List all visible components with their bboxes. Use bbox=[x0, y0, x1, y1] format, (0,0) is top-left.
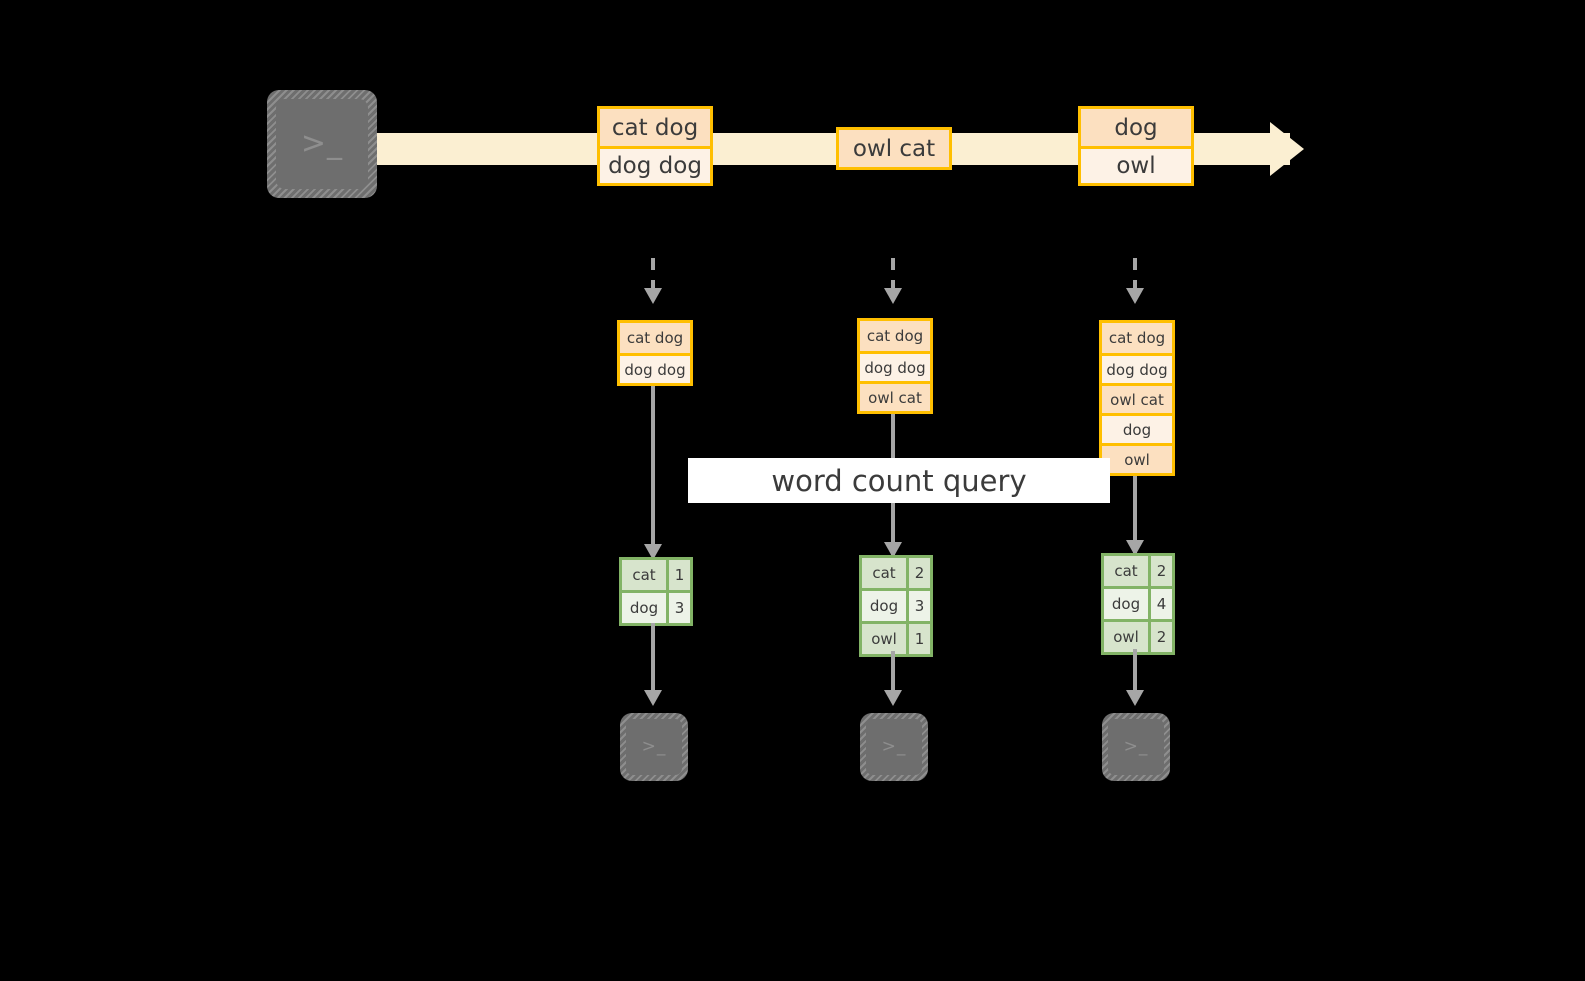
snapshot-1-result-table[interactable]: cat 1 dog 3 bbox=[619, 557, 693, 626]
source-terminal-body bbox=[276, 99, 368, 189]
result-count: 3 bbox=[906, 591, 930, 621]
snapshot-2-sink-arrowhead bbox=[884, 690, 902, 706]
snapshot-1-tap-line bbox=[651, 258, 655, 292]
snapshot-3-query-line bbox=[1133, 476, 1137, 556]
stream-event: owl cat bbox=[839, 130, 949, 167]
table-row: cat 1 bbox=[622, 560, 690, 590]
table-row: cat 2 bbox=[1104, 556, 1172, 586]
result-count: 2 bbox=[906, 558, 930, 588]
buffer-event: dog dog bbox=[620, 353, 690, 383]
table-row: owl 1 bbox=[862, 621, 930, 654]
result-word: owl bbox=[1104, 622, 1148, 652]
sink-terminal-body bbox=[1108, 719, 1164, 775]
stream-event: dog bbox=[1081, 109, 1191, 146]
snapshot-3-sink-arrowhead bbox=[1126, 690, 1144, 706]
stream-event-group-1[interactable]: cat dog dog dog bbox=[597, 106, 713, 186]
snapshot-3-sink-terminal-icon[interactable]: >_ bbox=[1102, 713, 1170, 781]
buffer-event: cat dog bbox=[620, 323, 690, 353]
snapshot-1-sink-arrowhead bbox=[644, 690, 662, 706]
snapshot-2-query-arrowhead bbox=[884, 542, 902, 558]
snapshot-2-buffer[interactable]: cat dog dog dog owl cat bbox=[857, 318, 933, 414]
snapshot-3-tap-arrowhead bbox=[1126, 288, 1144, 304]
buffer-event: dog dog bbox=[1102, 353, 1172, 383]
stream-arrow-head bbox=[1270, 122, 1304, 176]
result-count: 1 bbox=[666, 560, 690, 590]
result-count: 4 bbox=[1148, 589, 1172, 619]
result-word: cat bbox=[622, 560, 666, 590]
query-label: word count query bbox=[688, 458, 1110, 503]
stream-event: owl bbox=[1081, 146, 1191, 183]
result-word: dog bbox=[622, 593, 666, 623]
buffer-event: owl cat bbox=[1102, 383, 1172, 413]
buffer-event: dog dog bbox=[860, 351, 930, 381]
snapshot-1-sink-line bbox=[651, 623, 655, 695]
result-count: 2 bbox=[1148, 556, 1172, 586]
table-row: cat 2 bbox=[862, 558, 930, 588]
snapshot-3-sink-line bbox=[1133, 649, 1137, 695]
result-word: dog bbox=[1104, 589, 1148, 619]
snapshot-3-tap-line bbox=[1133, 258, 1137, 292]
buffer-event: dog bbox=[1102, 413, 1172, 443]
table-row: owl 2 bbox=[1104, 619, 1172, 652]
result-word: owl bbox=[862, 624, 906, 654]
stream-event-group-2[interactable]: owl cat bbox=[836, 127, 952, 170]
table-row: dog 4 bbox=[1104, 586, 1172, 619]
stream-event: cat dog bbox=[600, 109, 710, 146]
snapshot-3-result-table[interactable]: cat 2 dog 4 owl 2 bbox=[1101, 553, 1175, 655]
snapshot-1-query-arrowhead bbox=[644, 544, 662, 560]
buffer-event: cat dog bbox=[860, 321, 930, 351]
snapshot-2-sink-line bbox=[891, 651, 895, 695]
buffer-event: owl bbox=[1102, 443, 1172, 473]
buffer-event: owl cat bbox=[860, 381, 930, 411]
result-count: 3 bbox=[666, 593, 690, 623]
snapshot-2-tap-line bbox=[891, 258, 895, 292]
sink-terminal-body bbox=[866, 719, 922, 775]
snapshot-2-tap-arrowhead bbox=[884, 288, 902, 304]
buffer-event: cat dog bbox=[1102, 323, 1172, 353]
table-row: dog 3 bbox=[862, 588, 930, 621]
snapshot-3-query-arrowhead bbox=[1126, 540, 1144, 556]
snapshot-3-buffer[interactable]: cat dog dog dog owl cat dog owl bbox=[1099, 320, 1175, 476]
snapshot-1-query-line bbox=[651, 386, 655, 556]
result-word: dog bbox=[862, 591, 906, 621]
table-row: dog 3 bbox=[622, 590, 690, 623]
stream-event: dog dog bbox=[600, 146, 710, 183]
result-count: 1 bbox=[906, 624, 930, 654]
result-count: 2 bbox=[1148, 622, 1172, 652]
sink-terminal-body bbox=[626, 719, 682, 775]
stream-event-group-3[interactable]: dog owl bbox=[1078, 106, 1194, 186]
snapshot-1-sink-terminal-icon[interactable]: >_ bbox=[620, 713, 688, 781]
snapshot-2-result-table[interactable]: cat 2 dog 3 owl 1 bbox=[859, 555, 933, 657]
source-terminal-icon[interactable]: >_ bbox=[267, 90, 377, 198]
snapshot-1-tap-arrowhead bbox=[644, 288, 662, 304]
snapshot-1-buffer[interactable]: cat dog dog dog bbox=[617, 320, 693, 386]
result-word: cat bbox=[1104, 556, 1148, 586]
result-word: cat bbox=[862, 558, 906, 588]
snapshot-2-sink-terminal-icon[interactable]: >_ bbox=[860, 713, 928, 781]
